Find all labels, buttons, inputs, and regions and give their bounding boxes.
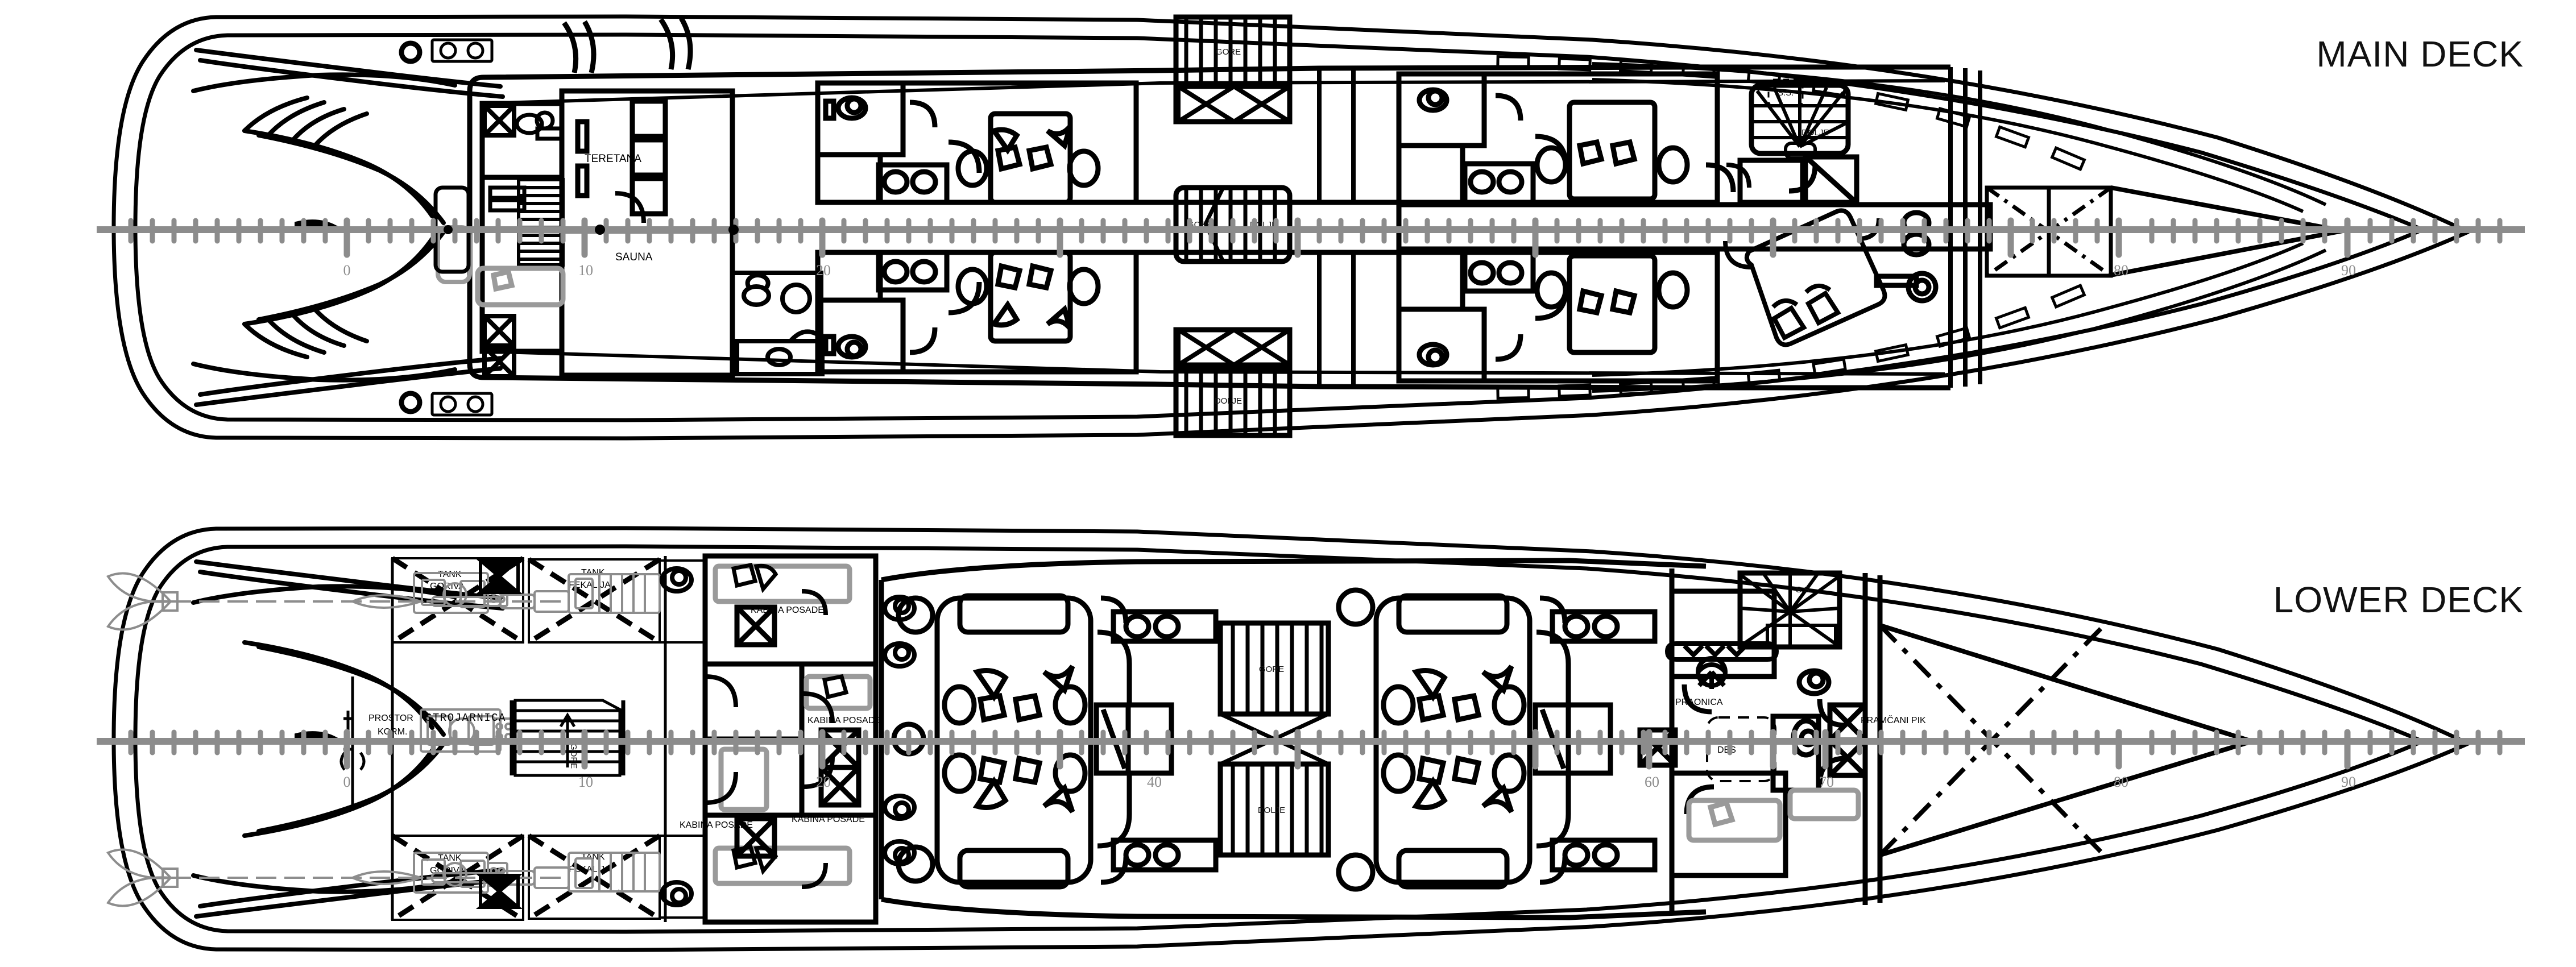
crew-cabin-label-2: KABINA POSADE <box>680 820 753 830</box>
main-deck-drawing: GORE GORE DOLJE DOLJE <box>0 0 2576 449</box>
lower-ruler-label-80: 80 <box>2114 774 2128 790</box>
spiral-stair-label-dolje: DOLJE <box>1801 128 1829 138</box>
room-label-praonica: PRAONICA <box>1675 698 1723 707</box>
lower-ruler-label-90: 90 <box>2341 774 2356 790</box>
lower-ruler-label-10: 10 <box>578 774 593 790</box>
crew-cabin-label-3: KABINA POSADE <box>792 815 865 824</box>
engine-stair-label-gore: GORE <box>569 744 578 769</box>
ruler-label-90: 90 <box>2341 262 2356 279</box>
lower-deck-title: LOWER DECK <box>2273 579 2524 620</box>
lower-ruler-label-0: 0 <box>343 774 351 790</box>
lower-deck-ruler: 0 10 20 40 60 70 80 90 <box>97 729 2525 790</box>
crew-cabin-label-1: KABINA POSADE <box>751 605 824 615</box>
main-deck-ruler: 0 10 20 80 90 <box>97 217 2525 279</box>
forward-spiral-stair-label: S.S. <box>1796 585 1812 595</box>
room-label-pramcani-pik: PRAMČANI PIK <box>1861 715 1926 725</box>
stair-label-dolje-2: DOLJE <box>1215 396 1242 406</box>
ruler-label-10: 10 <box>578 262 593 279</box>
room-label-prostor: PROSTOR <box>368 713 413 723</box>
lower-ruler-label-40: 40 <box>1147 774 1162 790</box>
tank-label-goriva-2a: TANK <box>438 853 462 863</box>
spiral-stair-label-ss: S.S. <box>1778 88 1794 98</box>
ruler-label-20: 20 <box>816 262 831 279</box>
stair-label-gore: GORE <box>1216 47 1241 57</box>
room-label-des: DES <box>1717 745 1736 755</box>
room-label-sauna: SAUNA <box>615 251 653 263</box>
lower-stair-label-dolje: DOLJE <box>1258 806 1285 815</box>
lower-ruler-label-20: 20 <box>816 774 831 790</box>
lower-stair-label-gore: GORE <box>1259 665 1284 674</box>
tank-label-goriva-1a: TANK <box>438 570 462 579</box>
crew-cabin-label-4: KABINA POSADE <box>807 716 881 725</box>
lower-deck-drawing: TANK GORIVA TANK FEKALIJA TANK GORIVA TA… <box>0 512 2576 961</box>
lower-ruler-label-70: 70 <box>1819 774 1834 790</box>
main-deck-title: MAIN DECK <box>2316 34 2524 74</box>
ruler-label-80: 80 <box>2114 262 2128 279</box>
room-label-teretana: TERETANA <box>585 153 641 165</box>
ruler-label-0: 0 <box>343 262 351 279</box>
room-label-strojarnica: STROJARNICA <box>425 712 506 724</box>
tank-label-fekalija-1a: TANK <box>581 568 605 578</box>
lower-ruler-label-60: 60 <box>1645 774 1659 790</box>
